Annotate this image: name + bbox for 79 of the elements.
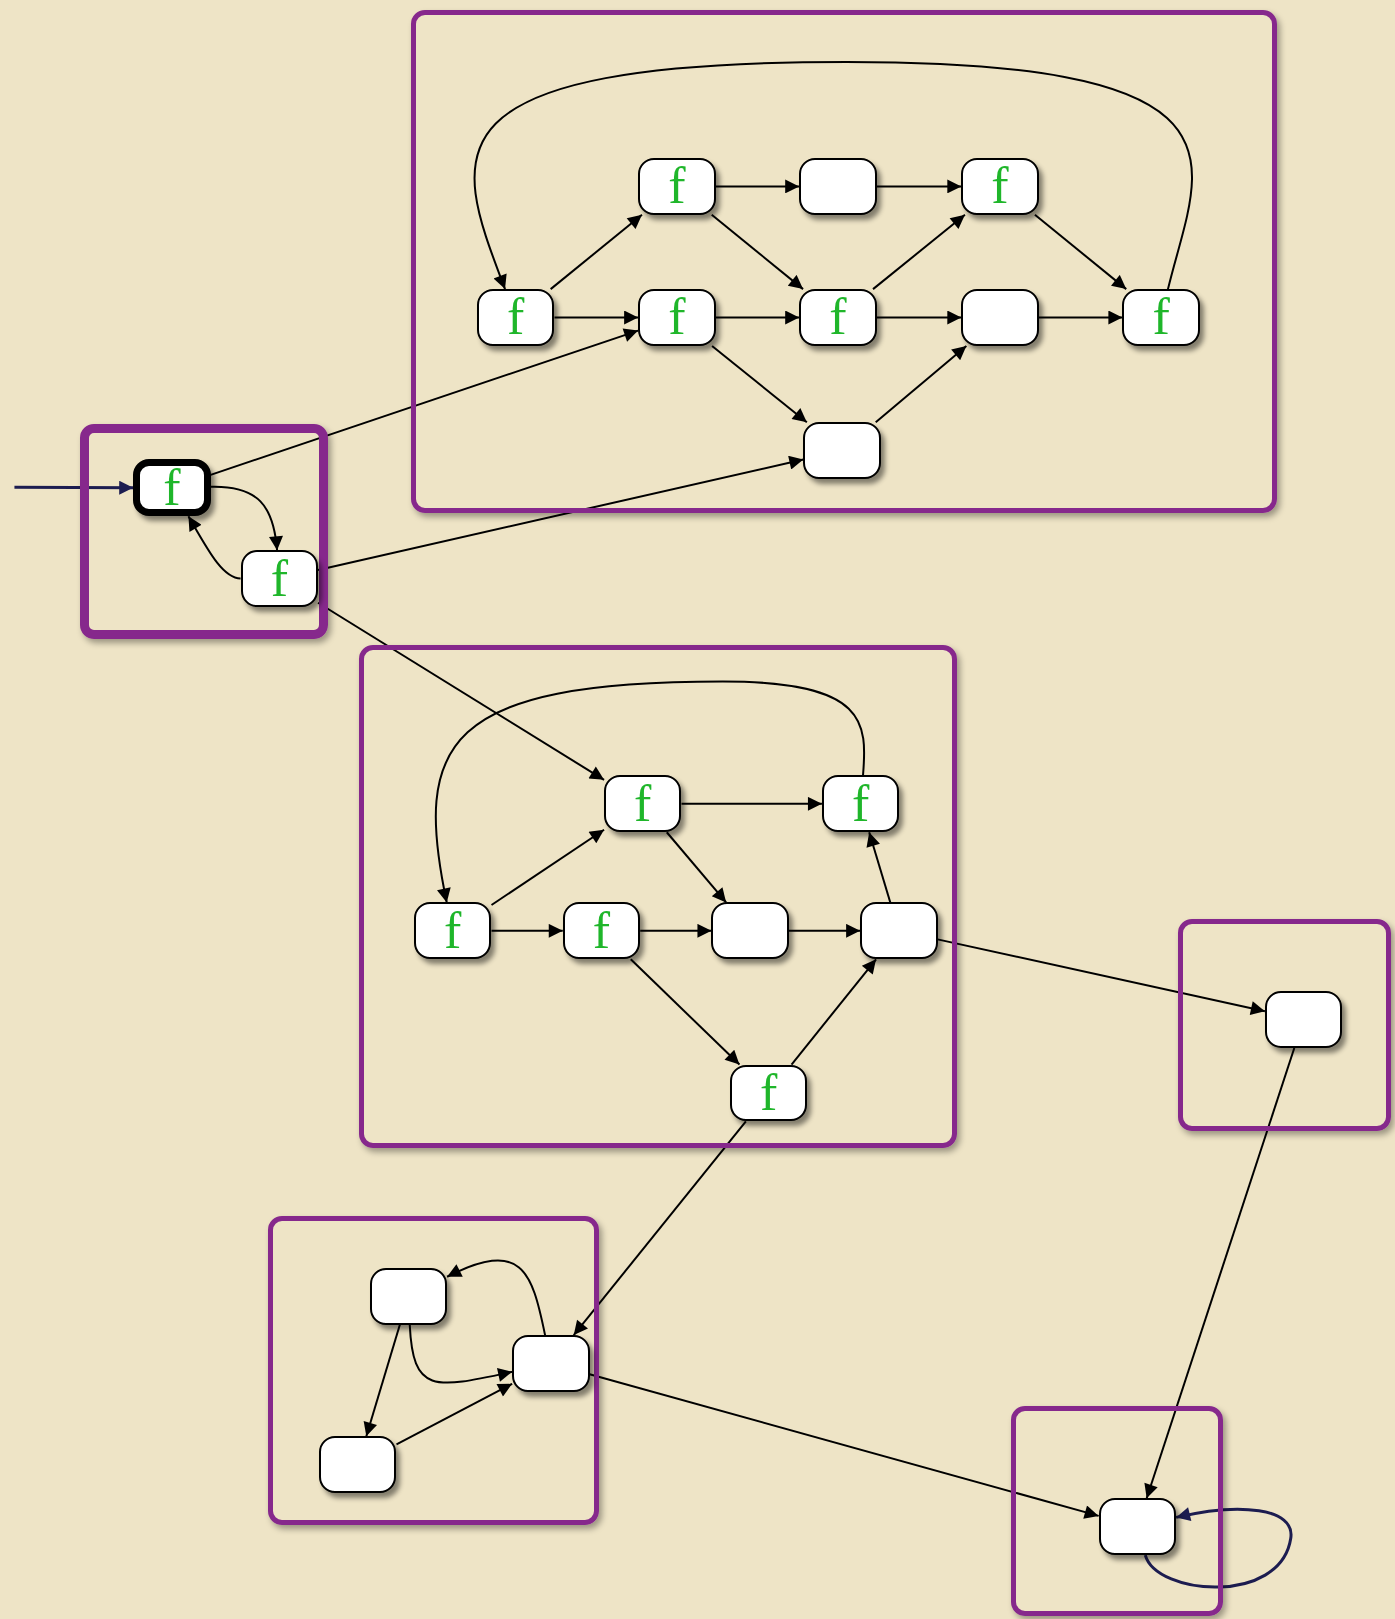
group-frame bbox=[1010, 1406, 1223, 1616]
arrow bbox=[714, 179, 801, 194]
arrow bbox=[790, 958, 878, 1066]
node-label: f bbox=[668, 161, 686, 212]
rounded-box bbox=[1264, 991, 1343, 1049]
node-label: f bbox=[991, 161, 1009, 212]
arrow bbox=[435, 680, 866, 904]
arrow bbox=[787, 923, 862, 938]
arrow bbox=[665, 831, 728, 904]
arrow bbox=[629, 958, 741, 1066]
group-frame bbox=[79, 424, 329, 640]
arrow bbox=[490, 828, 606, 906]
arrow bbox=[875, 310, 963, 325]
arrow bbox=[588, 1373, 1100, 1519]
rounded-box bbox=[711, 902, 789, 960]
rounded-box bbox=[961, 157, 1039, 215]
arrow bbox=[1143, 1507, 1293, 1589]
arrow bbox=[639, 923, 713, 938]
arrow bbox=[936, 938, 1266, 1015]
arrow bbox=[711, 344, 808, 424]
rounded-box bbox=[730, 1064, 808, 1122]
node-label: f bbox=[829, 292, 847, 343]
rounded-box bbox=[319, 1436, 397, 1494]
rounded-box bbox=[369, 1268, 448, 1325]
rounded-box bbox=[512, 1335, 590, 1392]
arrow bbox=[473, 60, 1193, 291]
rounded-box bbox=[803, 422, 881, 480]
rounded-box bbox=[240, 550, 318, 608]
rounded-box bbox=[799, 289, 877, 346]
arrow bbox=[866, 831, 892, 904]
arrow bbox=[874, 344, 968, 424]
group-frame bbox=[410, 10, 1278, 514]
arrow bbox=[317, 601, 606, 781]
arrow bbox=[209, 485, 283, 552]
node-label: f bbox=[444, 905, 462, 956]
arrow bbox=[209, 328, 640, 476]
arrow bbox=[446, 1259, 547, 1337]
rounded-box bbox=[860, 902, 938, 960]
node-label: f bbox=[163, 462, 181, 513]
arrow bbox=[553, 310, 640, 325]
arrow bbox=[572, 1120, 747, 1337]
arrow bbox=[1037, 310, 1124, 325]
arrow bbox=[490, 923, 564, 938]
group-frame bbox=[1178, 919, 1391, 1131]
arrow bbox=[714, 310, 801, 325]
arrow bbox=[395, 1382, 514, 1446]
rounded-box bbox=[961, 289, 1039, 346]
rounded-box bbox=[638, 289, 716, 346]
group-frame bbox=[268, 1216, 599, 1526]
group-frame bbox=[359, 645, 958, 1149]
arrow bbox=[710, 213, 805, 291]
rounded-box bbox=[821, 775, 900, 833]
node-label: f bbox=[634, 778, 652, 829]
rounded-box bbox=[133, 459, 211, 517]
rounded-box bbox=[562, 902, 641, 960]
arrow bbox=[1144, 1047, 1296, 1500]
node-label: f bbox=[1152, 292, 1170, 343]
arrow bbox=[875, 179, 963, 194]
rounded-box bbox=[638, 157, 716, 215]
node-label: f bbox=[668, 292, 686, 343]
node-label: f bbox=[270, 553, 288, 604]
node-label: f bbox=[851, 778, 870, 829]
rounded-box bbox=[1098, 1498, 1177, 1555]
arrow bbox=[408, 1323, 514, 1384]
arrow bbox=[363, 1323, 401, 1438]
arrow bbox=[549, 213, 643, 291]
arrow bbox=[680, 796, 823, 811]
arrow bbox=[187, 515, 242, 580]
node-label: f bbox=[507, 292, 525, 343]
rounded-box bbox=[799, 157, 877, 215]
rounded-box bbox=[604, 775, 682, 833]
rounded-box bbox=[477, 289, 555, 346]
rounded-box bbox=[1122, 289, 1200, 346]
rounded-box bbox=[414, 902, 492, 960]
node-label: f bbox=[760, 1067, 778, 1118]
arrow bbox=[14, 480, 134, 495]
arrow bbox=[872, 213, 966, 291]
node-label: f bbox=[592, 905, 611, 956]
arrow bbox=[1033, 213, 1128, 291]
